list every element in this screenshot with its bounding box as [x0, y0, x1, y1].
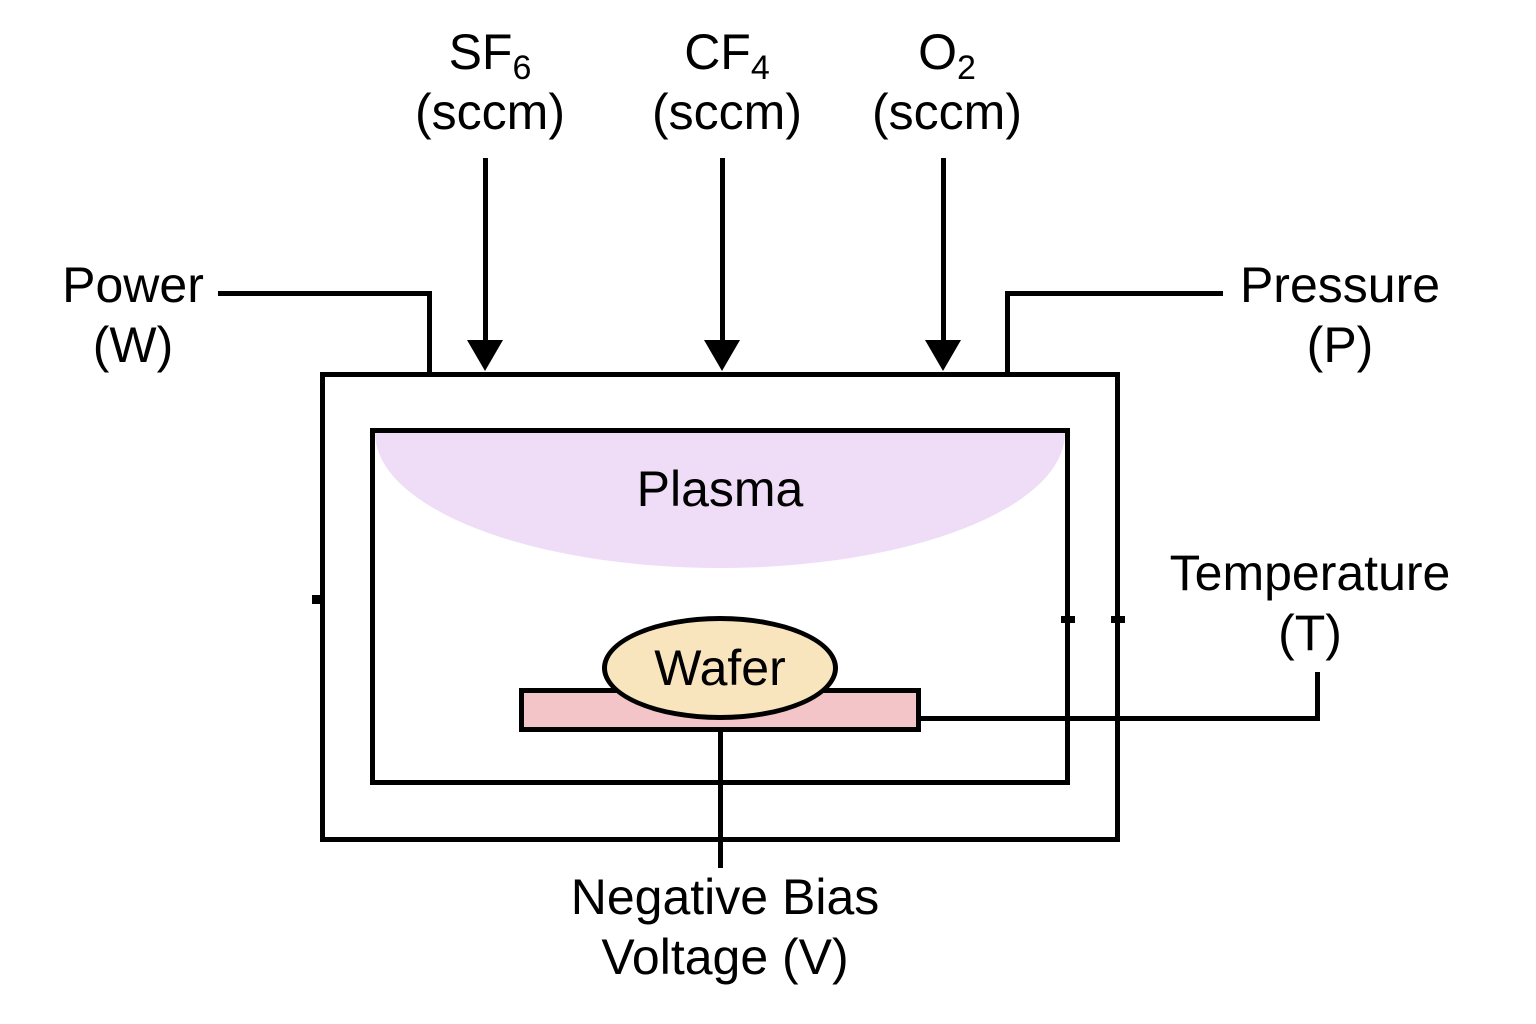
temperature-label: Temperature (T) — [1160, 543, 1460, 663]
bias-label: Negative Bias Voltage (V) — [525, 867, 925, 987]
pressure-label: Pressure (P) — [1220, 255, 1460, 375]
inner-chamber-wall: Plasma — [370, 428, 1070, 785]
power-label-line1: Power — [62, 257, 204, 313]
power-label: Power (W) — [13, 255, 253, 375]
gas-subscript-cf4: 4 — [750, 48, 770, 87]
gas-subscript-sf6: 6 — [512, 48, 532, 87]
gas-arrow-shaft-cf4 — [720, 158, 725, 342]
power-label-line2: (W) — [92, 317, 174, 373]
temperature-connector-vertical — [1315, 672, 1320, 721]
bias-label-line2: Voltage (V) — [601, 929, 849, 985]
power-connector-horizontal — [218, 291, 430, 296]
pressure-connector-vertical — [1005, 291, 1010, 374]
temperature-label-line1: Temperature — [1169, 545, 1451, 601]
gas-subscript-o2: 2 — [956, 48, 976, 87]
gas-arrow-head-sf6 — [467, 340, 503, 371]
wafer-label: Wafer — [654, 640, 786, 696]
gas-arrow-head-cf4 — [704, 340, 740, 371]
gas-label-cf4: CF4 (sccm) — [597, 22, 857, 142]
gas-label-o2: O2 (sccm) — [817, 22, 1077, 142]
gas-arrow-head-o2 — [925, 340, 961, 371]
bias-connector-vertical — [718, 730, 723, 868]
bias-label-line1: Negative Bias — [570, 869, 880, 925]
power-connector-vertical — [427, 291, 432, 374]
gas-arrow-shaft-sf6 — [483, 158, 488, 342]
pressure-connector-horizontal — [1005, 291, 1223, 296]
gas-unit-cf4: (sccm) — [652, 84, 802, 140]
temperature-label-line2: (T) — [1278, 605, 1342, 661]
gas-arrow-shaft-o2 — [941, 158, 946, 342]
pressure-label-line2: (P) — [1306, 317, 1374, 373]
pressure-label-line1: Pressure — [1239, 257, 1441, 313]
gas-formula-o2: O2 — [918, 24, 976, 87]
gas-formula-cf4: CF4 — [684, 24, 770, 87]
gas-unit-o2: (sccm) — [872, 84, 1022, 140]
gas-unit-sf6: (sccm) — [415, 84, 565, 140]
tick-outer-right-wall — [1111, 616, 1125, 623]
wafer-ellipse: Wafer — [602, 616, 838, 720]
temperature-connector-horizontal — [921, 716, 1320, 721]
gas-formula-sf6: SF6 — [448, 24, 532, 87]
gas-label-sf6: SF6 (sccm) — [360, 22, 620, 142]
plasma-label: Plasma — [636, 461, 804, 517]
tick-inner-right-wall — [1061, 616, 1075, 623]
tick-left-wall — [312, 595, 322, 604]
